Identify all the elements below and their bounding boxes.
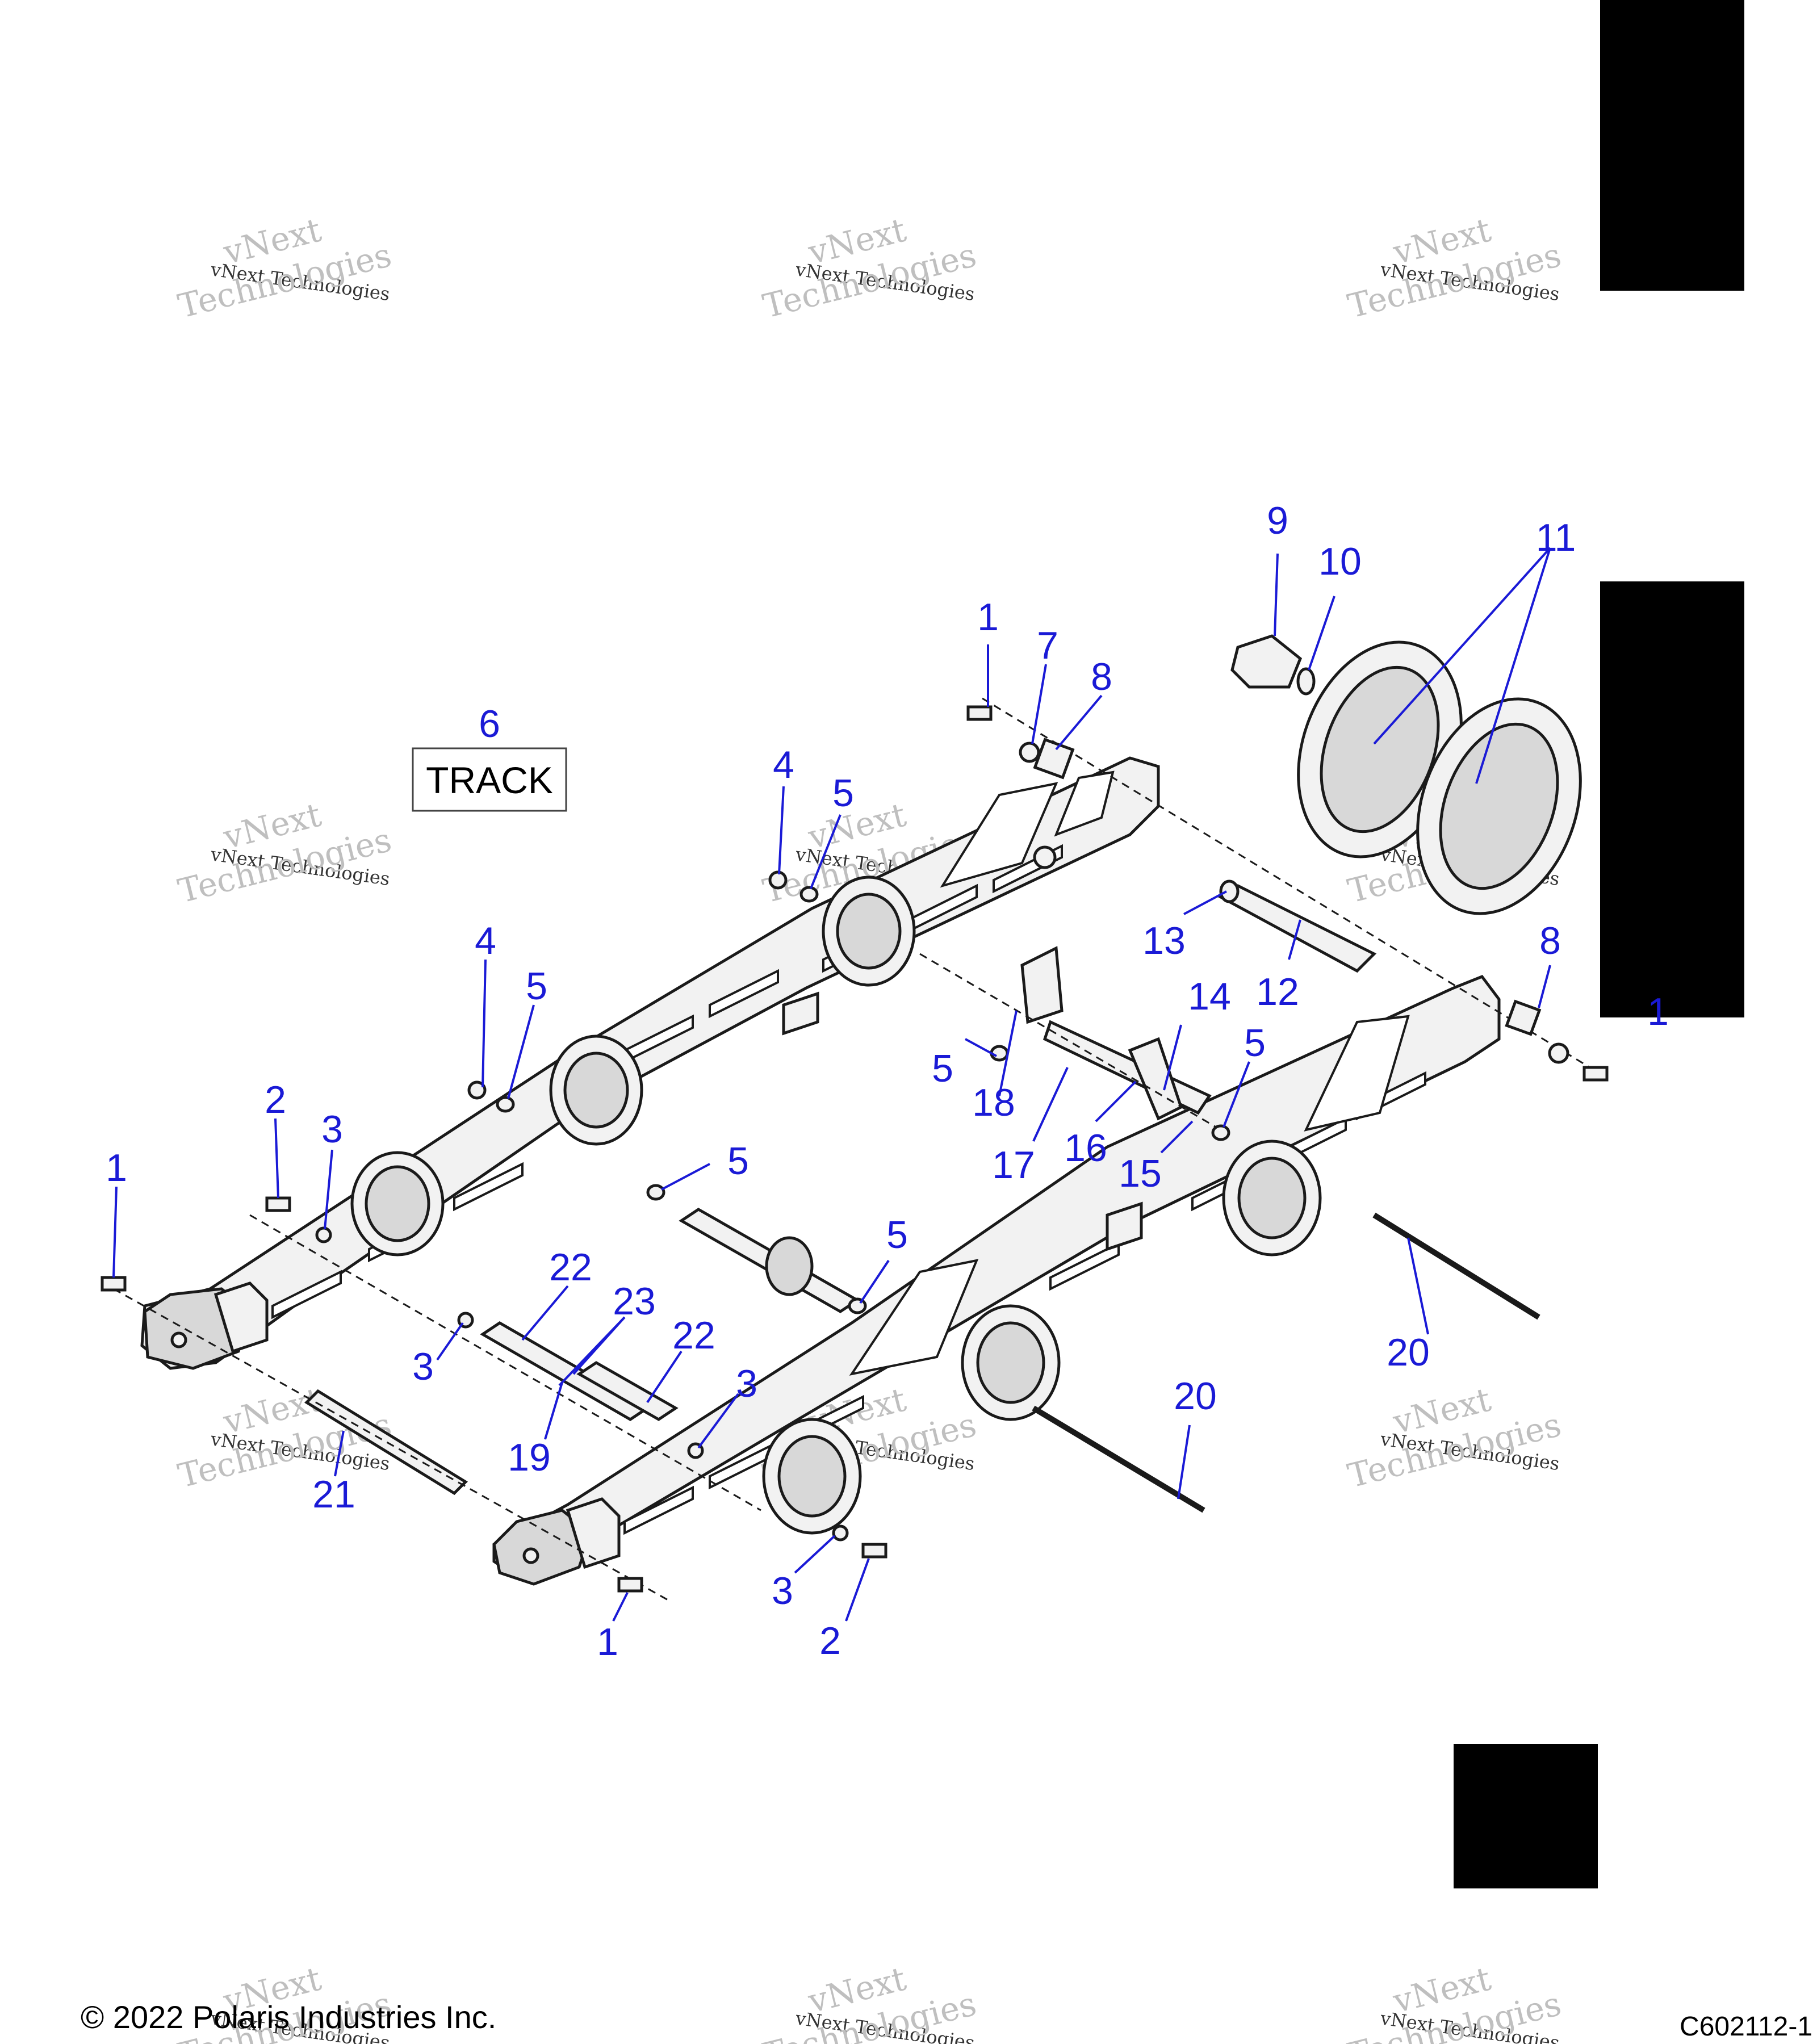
copyright-notice: © 2022 Polaris Industries Inc. <box>81 1999 496 2035</box>
track-label-text: TRACK <box>426 759 553 801</box>
leader-lines <box>112 547 1551 1622</box>
hardware <box>101 705 1609 1593</box>
callout-label: 23 <box>613 1280 656 1323</box>
callout-label: 17 <box>992 1144 1035 1187</box>
callout-label: 5 <box>886 1213 908 1256</box>
callout-label: 1 <box>106 1146 127 1189</box>
callout-label: 3 <box>736 1362 757 1405</box>
callout-label: 21 <box>312 1473 355 1516</box>
callout-label: 4 <box>475 919 496 962</box>
callout-label: 5 <box>526 965 547 1008</box>
callout-label: 5 <box>932 1047 953 1090</box>
callout-label: 18 <box>972 1081 1015 1124</box>
callout-label: 22 <box>672 1314 715 1357</box>
callout-label: 22 <box>549 1246 592 1289</box>
callout-label: 5 <box>727 1140 749 1183</box>
callout-label: 14 <box>1188 975 1231 1018</box>
callout-label: 4 <box>773 743 794 786</box>
callout-label: 20 <box>1387 1331 1430 1374</box>
watermark: vNext vNext Technologies Technologies <box>759 211 980 326</box>
right-rail-wheels <box>762 1140 1322 1535</box>
rear-idler-wheels <box>1230 634 1582 915</box>
callout-label: 11 <box>1536 516 1576 559</box>
figure-id: C602112-1 <box>1680 2012 1812 2042</box>
callout-label: 8 <box>1091 655 1112 698</box>
watermark: vNext vNext Technologies Technologies <box>174 211 395 326</box>
callout-label: 13 <box>1142 919 1186 962</box>
index-tab-middle <box>1600 581 1744 1017</box>
assembly-axes <box>113 697 1590 1602</box>
track-label: 6 TRACK <box>412 702 567 812</box>
callout-label: 19 <box>508 1436 551 1479</box>
index-tab-top <box>1600 0 1744 291</box>
right-slide-rail <box>492 974 1501 1586</box>
callout-label: 2 <box>819 1619 841 1662</box>
track-label-box <box>412 747 567 812</box>
watermark: vNext vNext Technologies Technologies <box>759 1959 980 2044</box>
callout-label: 10 <box>1318 540 1362 583</box>
callout-label: 9 <box>1267 499 1288 542</box>
watermark: vNext vNext Technologies Technologies <box>1344 1959 1565 2044</box>
callout-label: 3 <box>321 1108 343 1151</box>
callout-label: 5 <box>832 772 854 815</box>
callout-label: 1 <box>1647 990 1669 1033</box>
watermark: vNext vNext Technologies Technologies <box>1344 1380 1565 1496</box>
shafts <box>304 879 1540 1513</box>
watermark: vNext vNext Technologies Technologies <box>174 795 395 911</box>
callout-label: 7 <box>1037 624 1058 667</box>
callout-label: 5 <box>1244 1021 1266 1065</box>
callout-label: 8 <box>1539 919 1561 962</box>
callout-label: 12 <box>1256 970 1299 1013</box>
watermark: vNext vNext Technologies Technologies <box>1344 211 1565 326</box>
callout-label: 2 <box>265 1078 286 1121</box>
callout-label: 20 <box>1174 1375 1217 1418</box>
callout-label: 6 <box>479 702 500 745</box>
callouts: 1 7 8 9 10 11 4 5 13 12 8 1 4 5 5 18 14 … <box>106 499 1669 1664</box>
callout-label: 16 <box>1064 1126 1107 1170</box>
callout-label: 1 <box>977 596 999 639</box>
left-rail-wheels <box>350 876 916 1256</box>
watermark-layer: vNext vNext Technologies Technologies vN… <box>174 211 1565 2044</box>
callout-label: 3 <box>412 1345 434 1388</box>
index-tab-bottom <box>1454 1744 1598 1888</box>
callout-label: 1 <box>597 1620 618 1664</box>
callout-label: 15 <box>1119 1152 1162 1195</box>
callout-label: 3 <box>772 1569 793 1612</box>
